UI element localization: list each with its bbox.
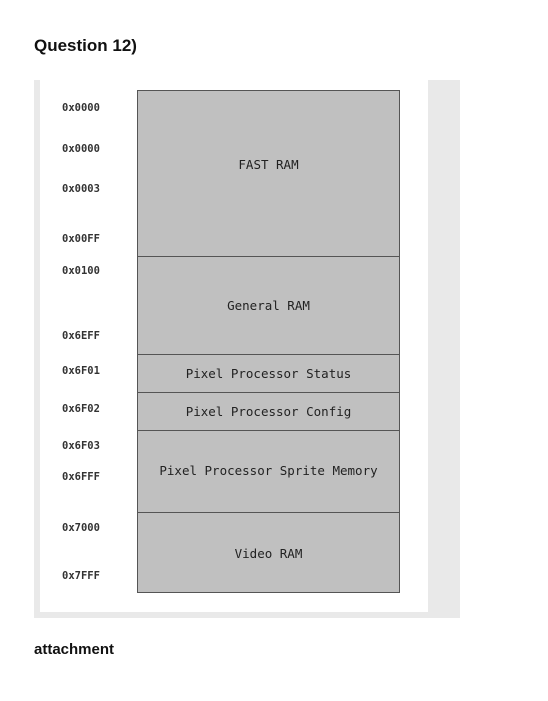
attachment-label: attachment [34,641,115,658]
address-label: 0x7FFF [62,570,100,582]
memory-block-label: General RAM [227,298,310,313]
memory-block-general-ram: General RAM [138,257,399,355]
memory-block-label: Pixel Processor Status [185,366,352,381]
address-label: 0x6FFF [62,471,100,483]
address-label: 0x6EFF [62,330,100,342]
address-label: 0x0000 [62,143,100,155]
memory-map: FAST RAM General RAM Pixel Processor Sta… [137,90,400,593]
address-label: 0x0000 [62,102,100,114]
address-label: 0x0100 [62,265,100,277]
address-label: 0x6F02 [62,403,100,415]
address-label: 0x00FF [62,233,100,245]
memory-block-video-ram: Video RAM [138,513,399,594]
memory-block-label: Video RAM [234,546,303,561]
memory-block-label: Pixel Processor Sprite Memory [159,463,378,478]
memory-block-fast-ram: FAST RAM [138,91,399,257]
address-label: 0x7000 [62,522,100,534]
memory-block-label: FAST RAM [238,157,299,172]
memory-block-pixel-processor-status: Pixel Processor Status [138,355,399,393]
address-label: 0x6F01 [62,365,100,377]
memory-block-pixel-processor-config: Pixel Processor Config [138,393,399,431]
memory-block-label: Pixel Processor Config [185,404,352,419]
address-label: 0x6F03 [62,440,100,452]
memory-block-pixel-processor-sprite-memory: Pixel Processor Sprite Memory [138,431,399,513]
address-label: 0x0003 [62,183,100,195]
question-heading: Question 12) [34,36,137,55]
